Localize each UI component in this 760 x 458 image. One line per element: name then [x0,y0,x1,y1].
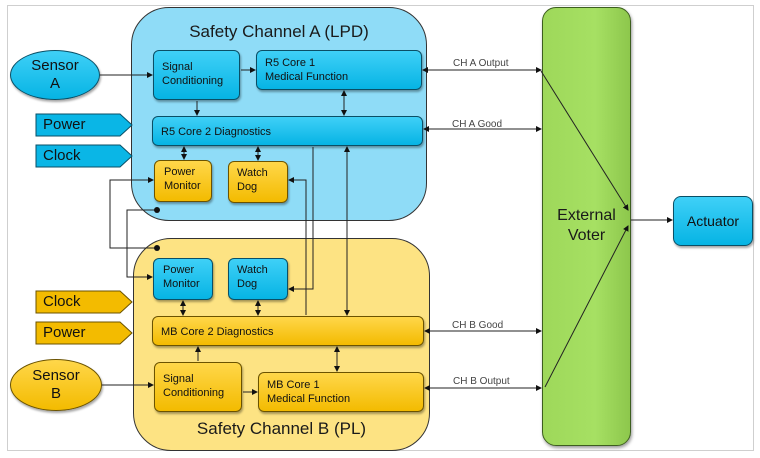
core2-diagnostics-b: MB Core 2 Diagnostics [152,316,424,346]
sensor-b: Sensor B [10,359,102,411]
core1-b: MB Core 1 Medical Function [258,372,424,412]
signal-conditioning-b-label: Signal Conditioning [163,373,225,399]
watch-dog-a: Watch Dog [228,161,288,203]
external-voter-line2: Voter [567,227,606,244]
power-monitor-b-label: Power Monitor [163,264,200,290]
ch-a-output-label: CH A Output [453,58,509,69]
signal-conditioning-b: Signal Conditioning [154,362,242,412]
core1-a-title: R5 Core 1 [265,57,316,69]
sensor-b-label: Sensor B [32,367,80,402]
signal-conditioning-a-label: Signal Conditioning [162,61,224,87]
power-input-b [35,321,133,345]
core1-b-title: MB Core 1 [267,379,320,391]
external-voter-label: External Voter [543,206,630,246]
power-input-a [35,113,133,137]
watch-dog-b-label: Watch Dog [237,264,268,290]
ch-a-good-label: CH A Good [452,119,503,130]
power-monitor-a: Power Monitor [154,160,212,202]
power-input-a-label: Power [43,116,86,133]
watch-dog-b: Watch Dog [228,258,288,300]
clock-input-b [35,290,133,314]
sensor-a: Sensor A [10,50,100,100]
watch-dog-a-label: Watch Dog [237,167,268,193]
ch-b-good-label: CH B Good [452,320,504,331]
core2-diagnostics-a: R5 Core 2 Diagnostics [152,116,423,146]
external-voter-line1: External [557,207,616,224]
sensor-a-label: Sensor A [31,57,79,92]
channel-b-title: Safety Channel B (PL) [196,419,367,438]
ch-b-output-label: CH B Output [453,376,510,387]
power-input-b-label: Power [43,324,86,341]
actuator-label: Actuator [686,213,740,229]
core2-diagnostics-b-label: MB Core 2 Diagnostics [161,326,274,338]
power-monitor-b: Power Monitor [153,258,213,300]
channel-a-title: Safety Channel A (LPD) [189,22,369,41]
clock-input-b-label: Clock [43,293,81,310]
core1-a-function: Medical Function [265,71,349,83]
core1-a: R5 Core 1 Medical Function [256,50,422,90]
core2-diagnostics-a-label: R5 Core 2 Diagnostics [161,126,272,138]
clock-input-a-label: Clock [43,147,81,164]
actuator: Actuator [673,196,753,246]
external-voter: External Voter [542,7,631,446]
clock-input-a [35,144,133,168]
power-monitor-a-label: Power Monitor [164,166,201,192]
core1-b-function: Medical Function [267,393,351,405]
signal-conditioning-a: Signal Conditioning [153,50,240,100]
